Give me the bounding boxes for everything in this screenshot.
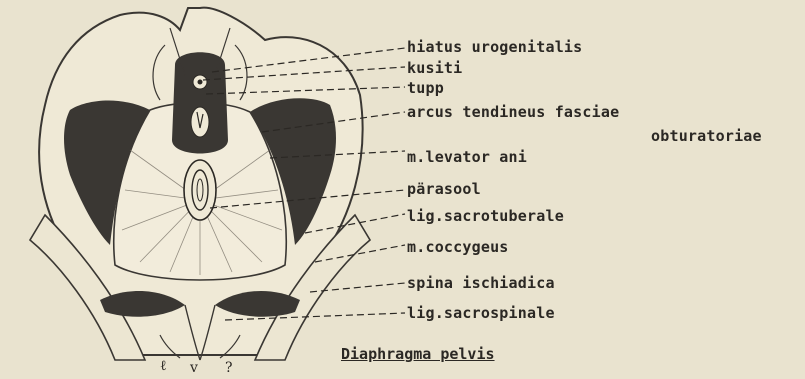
label-levator-ani: m.levator ani xyxy=(407,148,527,166)
label-obturatoriae: obturatoriae xyxy=(651,127,762,145)
anal-canal xyxy=(184,160,216,220)
hiatus-urogenitalis-shape xyxy=(172,52,228,153)
svg-text:ℓ: ℓ xyxy=(160,358,167,374)
label-parasool: pärasool xyxy=(407,180,481,198)
label-spina-ischiadica: spina ischiadica xyxy=(407,274,555,292)
svg-text:v: v xyxy=(189,360,198,376)
svg-text:?: ? xyxy=(225,360,233,376)
label-tupp: tupp xyxy=(407,79,444,97)
label-hiatus-urogenitalis: hiatus urogenitalis xyxy=(407,38,582,56)
label-coccygeus: m.coccygeus xyxy=(407,238,509,256)
label-kusiti: kusiti xyxy=(407,59,462,77)
label-sacrospinale: lig.sacrospinale xyxy=(407,304,555,322)
figure-caption: Diaphragma pelvis xyxy=(341,345,495,363)
label-arcus-tendineus: arcus tendineus fasciae xyxy=(407,103,619,121)
vagina-opening xyxy=(191,107,209,137)
label-sacrotuberale: lig.sacrotuberale xyxy=(407,207,564,225)
